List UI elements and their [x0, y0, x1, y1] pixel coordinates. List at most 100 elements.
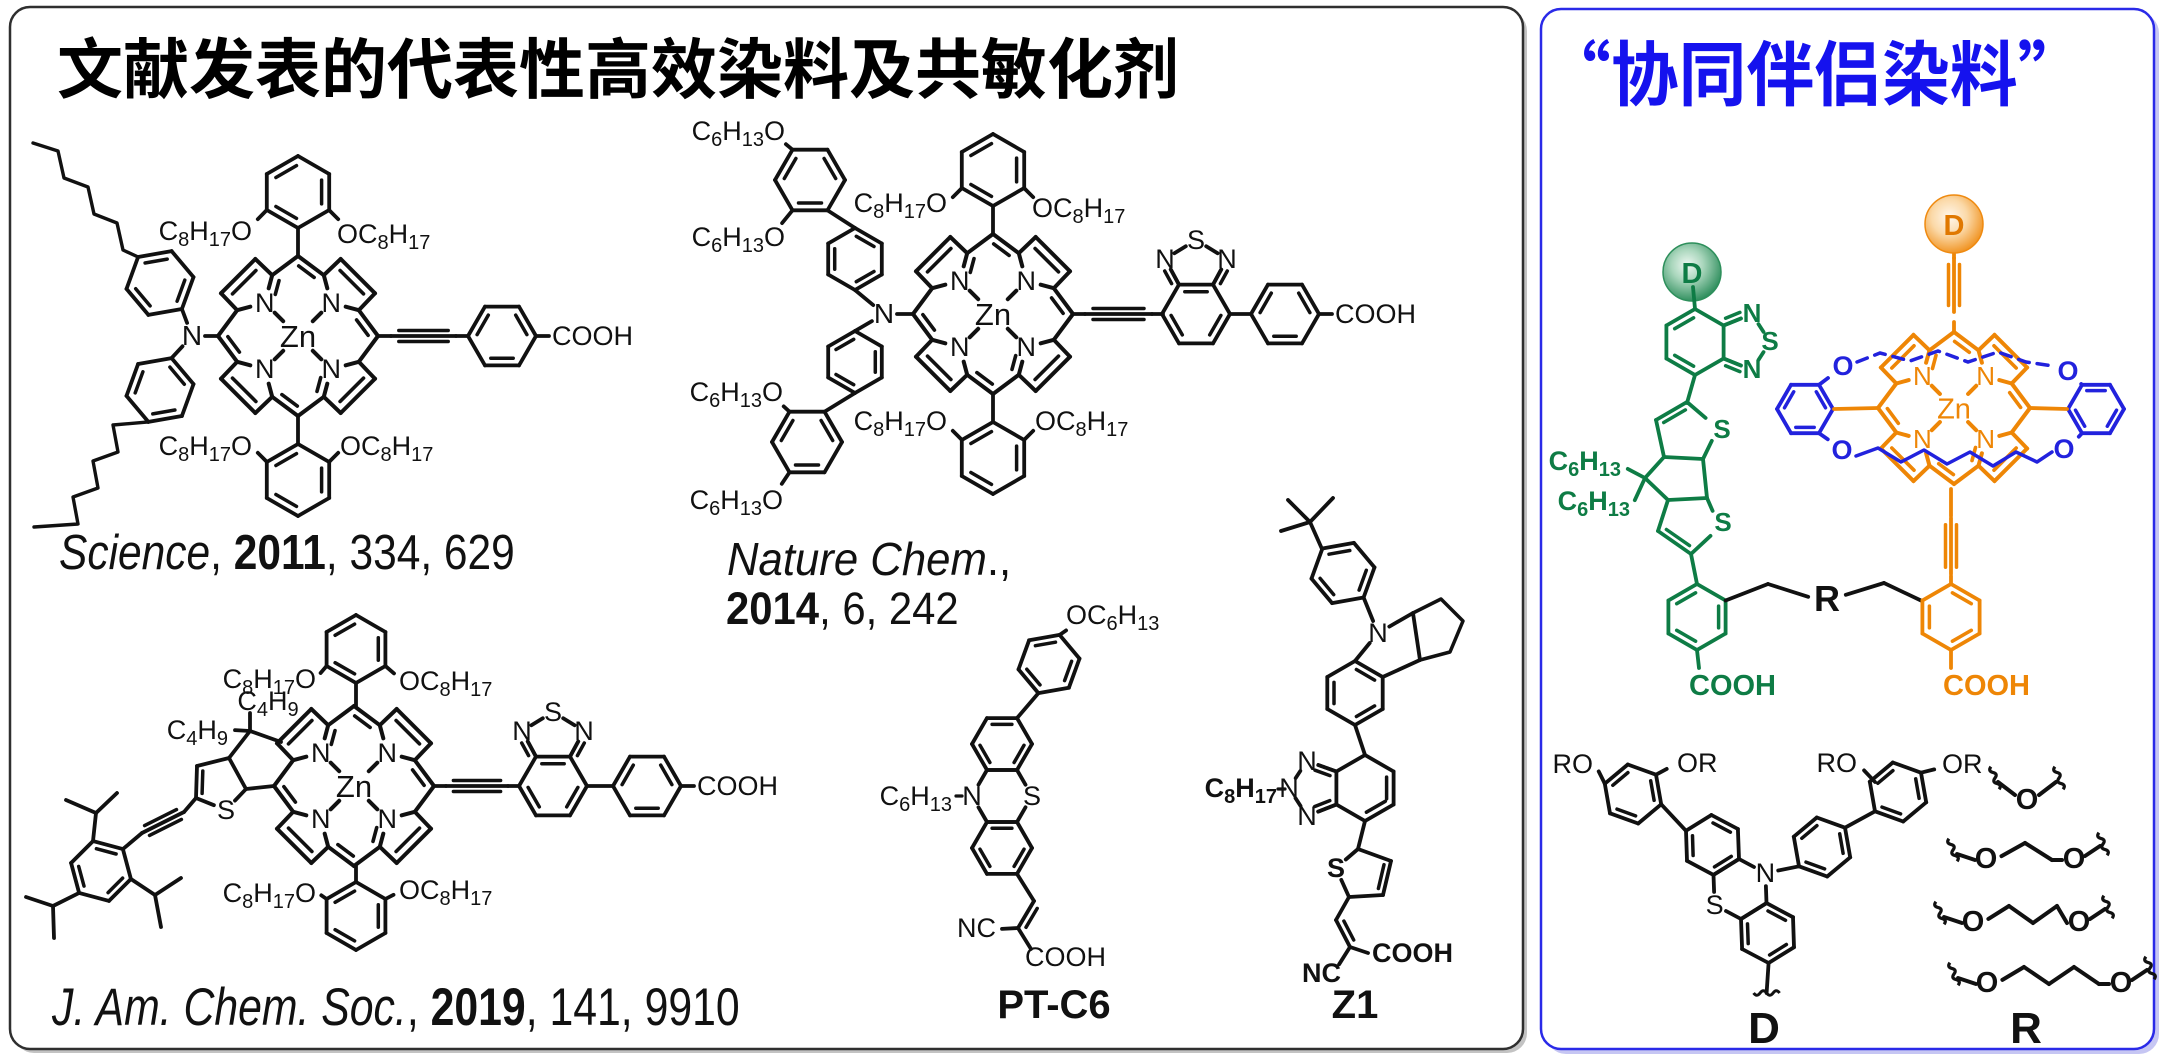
- svg-text:N: N: [1155, 244, 1175, 274]
- svg-text:N: N: [255, 288, 275, 318]
- svg-text:OC8H17: OC8H17: [1032, 193, 1125, 228]
- svg-text:D: D: [1682, 258, 1703, 290]
- svg-text:O: O: [2068, 906, 2091, 938]
- svg-text:COOH: COOH: [1943, 670, 2030, 702]
- svg-text:N: N: [950, 332, 970, 362]
- svg-text:C8H17O: C8H17O: [854, 406, 947, 441]
- svg-text:C4H9: C4H9: [167, 715, 228, 750]
- svg-text:O: O: [2110, 967, 2133, 999]
- svg-text:S: S: [1706, 890, 1724, 920]
- svg-text:N: N: [1743, 298, 1762, 328]
- svg-text:Zn: Zn: [1937, 393, 1971, 425]
- svg-text:N: N: [1016, 266, 1036, 296]
- svg-text:N: N: [512, 716, 532, 746]
- svg-text:S: S: [1187, 225, 1205, 255]
- svg-text:N: N: [321, 354, 341, 384]
- svg-text:OC8H17: OC8H17: [1035, 406, 1128, 441]
- svg-text:2014, 6, 242: 2014, 6, 242: [726, 585, 959, 635]
- svg-text:C6H13O: C6H13O: [692, 116, 785, 151]
- svg-text:O: O: [1976, 967, 1999, 999]
- svg-text:N: N: [1016, 332, 1036, 362]
- svg-text:COOH: COOH: [1025, 942, 1106, 972]
- svg-text:D: D: [1748, 1004, 1780, 1053]
- svg-text:COOH: COOH: [552, 321, 633, 351]
- svg-text:Zn: Zn: [336, 769, 372, 804]
- svg-text:O: O: [1962, 906, 1985, 938]
- svg-text:C6H13O: C6H13O: [690, 377, 783, 412]
- svg-text:OC6H13: OC6H13: [1066, 600, 1159, 635]
- svg-text:N: N: [1976, 361, 1995, 391]
- svg-text:R: R: [2010, 1004, 2042, 1053]
- svg-text:S: S: [1327, 853, 1345, 883]
- svg-text:N: N: [377, 804, 397, 834]
- svg-text:S: S: [1761, 326, 1778, 356]
- svg-text:C6H13O: C6H13O: [690, 485, 783, 520]
- svg-text:N: N: [311, 738, 331, 768]
- svg-text:OC8H17: OC8H17: [399, 666, 492, 701]
- svg-text:J. Am. Chem. Soc., 2019, 141,: J. Am. Chem. Soc., 2019, 141, 9910: [51, 978, 740, 1037]
- svg-text:COOH: COOH: [697, 771, 778, 801]
- svg-text:OC8H17: OC8H17: [340, 431, 433, 466]
- svg-text:N: N: [182, 320, 202, 351]
- svg-text:N: N: [962, 781, 982, 811]
- svg-text:S: S: [1023, 781, 1041, 811]
- svg-text:N: N: [574, 716, 594, 746]
- svg-text:O: O: [2057, 356, 2078, 386]
- svg-text:Zn: Zn: [280, 319, 316, 354]
- svg-text:S: S: [1714, 507, 1731, 537]
- svg-text:N: N: [1217, 244, 1237, 274]
- svg-text:C6H13: C6H13: [1558, 486, 1630, 521]
- svg-text:COOH: COOH: [1372, 938, 1453, 968]
- svg-text:C6H13O: C6H13O: [692, 222, 785, 257]
- svg-text:RO: RO: [1817, 748, 1858, 778]
- svg-text:C6H13: C6H13: [1549, 446, 1621, 481]
- svg-text:O: O: [1975, 843, 1998, 875]
- svg-text:Nature Chem.,: Nature Chem.,: [727, 533, 1011, 585]
- svg-text:Z1: Z1: [1332, 983, 1379, 1027]
- svg-text:N: N: [1756, 858, 1776, 888]
- svg-text:N: N: [255, 354, 275, 384]
- svg-text:Zn: Zn: [975, 297, 1011, 332]
- svg-text:C8H17O: C8H17O: [854, 188, 947, 223]
- svg-text:PT-C6: PT-C6: [997, 983, 1110, 1027]
- svg-text:S: S: [217, 795, 235, 825]
- svg-text:N: N: [1913, 424, 1932, 454]
- svg-text:C8H17O: C8H17O: [159, 431, 252, 466]
- svg-text:COOH: COOH: [1689, 670, 1776, 702]
- svg-text:S: S: [544, 697, 562, 727]
- svg-text:OC8H17: OC8H17: [399, 875, 492, 910]
- svg-text:C8H17O: C8H17O: [223, 878, 316, 913]
- svg-text:OC8H17: OC8H17: [337, 219, 430, 254]
- svg-text:OR: OR: [1677, 748, 1718, 778]
- svg-text:N: N: [874, 298, 894, 329]
- svg-text:C6H13: C6H13: [880, 781, 952, 816]
- svg-text:O: O: [2063, 843, 2086, 875]
- svg-text:COOH: COOH: [1335, 299, 1416, 329]
- svg-text:N: N: [1279, 773, 1299, 803]
- svg-text:C4H9: C4H9: [237, 686, 298, 721]
- svg-text:O: O: [2053, 434, 2074, 464]
- svg-text:N: N: [1743, 354, 1762, 384]
- svg-text:NC: NC: [957, 913, 996, 943]
- svg-text:O: O: [1831, 435, 1852, 465]
- svg-text:D: D: [1944, 210, 1965, 242]
- svg-text:N: N: [311, 804, 331, 834]
- svg-text:N: N: [1297, 801, 1317, 831]
- svg-text:O: O: [2016, 784, 2039, 816]
- svg-text:NC: NC: [1302, 958, 1341, 988]
- svg-text:C8H17O: C8H17O: [223, 664, 316, 699]
- svg-text:S: S: [1713, 414, 1730, 444]
- svg-text:RO: RO: [1553, 749, 1594, 779]
- svg-text:R: R: [1814, 578, 1840, 619]
- svg-text:C8H17: C8H17: [1205, 773, 1277, 808]
- svg-text:C8H17O: C8H17O: [159, 216, 252, 251]
- svg-text:N: N: [950, 266, 970, 296]
- svg-text:Science, 2011, 334, 629: Science, 2011, 334, 629: [59, 524, 515, 580]
- svg-text:N: N: [377, 738, 397, 768]
- svg-text:O: O: [1832, 351, 1853, 381]
- svg-text:N: N: [1368, 618, 1388, 648]
- svg-text:N: N: [321, 288, 341, 318]
- svg-text:OR: OR: [1942, 749, 1983, 779]
- svg-text:N: N: [1297, 746, 1317, 776]
- svg-text:N: N: [1913, 361, 1932, 391]
